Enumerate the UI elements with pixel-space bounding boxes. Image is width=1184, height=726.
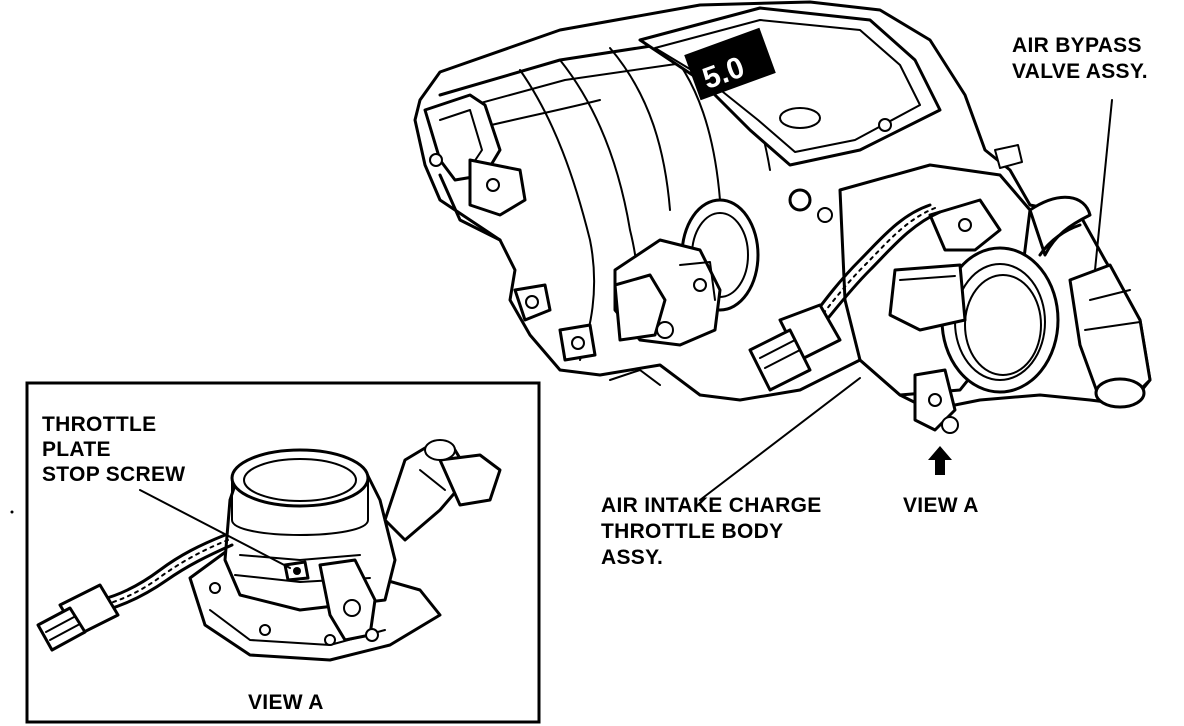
view-a-label: VIEW A — [903, 494, 979, 517]
stop-screw-label-line1: THROTTLE — [42, 413, 156, 436]
intake-label-line1: AIR INTAKE CHARGE — [601, 494, 822, 517]
leader-lines — [699, 99, 1113, 501]
intake-label-line3: ASSY. — [601, 546, 663, 569]
air-bypass-label-line1: AIR BYPASS — [1012, 34, 1142, 57]
inset-caption: VIEW A — [248, 691, 324, 714]
egr-valve — [613, 198, 760, 347]
air-bypass-valve — [1028, 195, 1152, 409]
stop-screw-label-line2: PLATE — [42, 438, 111, 461]
view-a-arrow — [928, 446, 952, 475]
view-a-inset: THROTTLE PLATE STOP SCREW VIEW A — [25, 381, 541, 724]
manifold-logo: 5.0 — [684, 27, 821, 129]
main-harness — [748, 144, 1023, 392]
intake-label-line2: THROTTLE BODY — [601, 520, 783, 543]
throttle-body-main — [838, 163, 1060, 434]
air-bypass-label-line2: VALVE ASSY. — [1012, 60, 1148, 83]
stop-screw-label-line3: STOP SCREW — [42, 463, 185, 486]
